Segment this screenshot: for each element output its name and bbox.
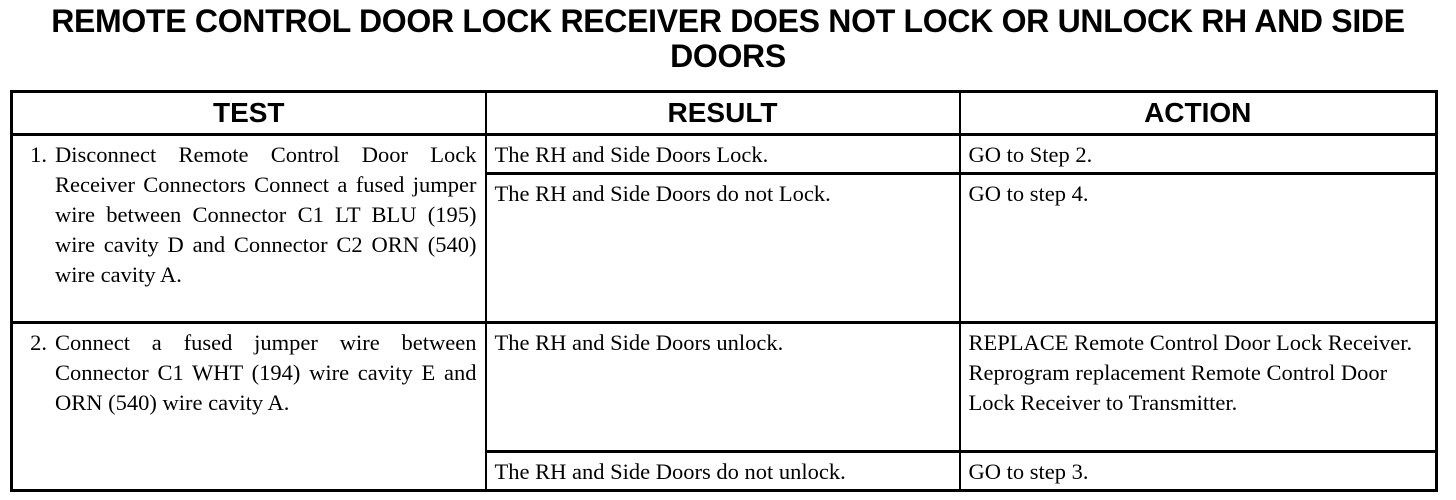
header-row: TEST RESULT ACTION <box>10 90 1438 136</box>
test-text: Connect a fused jumper wire between Conn… <box>55 330 477 415</box>
header-result: RESULT <box>484 90 961 136</box>
table-row: 1. Disconnect Remote Control Door Lock R… <box>10 133 1438 324</box>
step-number: 1. <box>30 142 47 167</box>
step-number: 2. <box>30 330 47 355</box>
table-row: The RH and Side Doors do not unlock. GO … <box>12 450 1438 492</box>
action-cell: REPLACE Remote Control Door Lock Receive… <box>958 321 1438 453</box>
diagnostic-table: TEST RESULT ACTION 1. Disconnect Remote … <box>10 90 1438 492</box>
test-text: Disconnect Remote Control Door Lock Rece… <box>55 142 477 287</box>
header-action: ACTION <box>958 90 1438 136</box>
action-cell: GO to Step 2. <box>958 133 1438 175</box>
test-cell-step-2: 2. Connect a fused jumper wire between C… <box>10 321 487 492</box>
test-cell-step-1: 1. Disconnect Remote Control Door Lock R… <box>10 133 487 324</box>
action-cell: GO to step 4. <box>958 172 1438 324</box>
action-cell: GO to step 3. <box>958 450 1438 492</box>
table-row: The RH and Side Doors do not Lock. GO to… <box>12 172 1438 324</box>
result-cell: The RH and Side Doors do not unlock. <box>484 450 961 492</box>
result-cell: The RH and Side Doors unlock. <box>484 321 961 453</box>
header-test: TEST <box>10 90 487 136</box>
result-cell: The RH and Side Doors Lock. <box>484 133 961 175</box>
page-title: REMOTE CONTROL DOOR LOCK RECEIVER DOES N… <box>51 3 1405 74</box>
table-row: 2. Connect a fused jumper wire between C… <box>10 321 1438 492</box>
result-cell: The RH and Side Doors do not Lock. <box>484 172 961 324</box>
